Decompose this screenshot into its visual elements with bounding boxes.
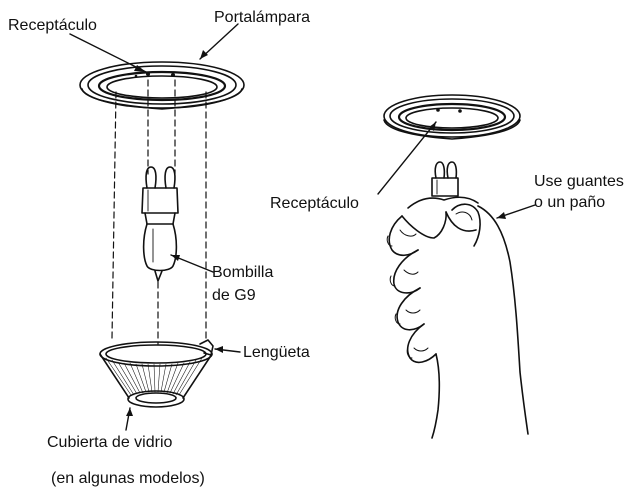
g9-bulb-left (141, 166, 179, 282)
label-tab: Lengüeta (243, 344, 310, 361)
receptacle-holes-left (134, 72, 175, 78)
label-gloves-line1: Use guantes (534, 173, 624, 190)
receptacle-holes-right (436, 108, 462, 113)
label-bulb-line2: de G9 (212, 287, 256, 304)
label-bulb-line1: Bombilla (212, 264, 274, 281)
hand-holding-bulb (386, 161, 529, 439)
label-receptacle-right: Receptáculo (270, 195, 359, 212)
glass-cover-left (99, 339, 214, 408)
label-glass-cover: Cubierta de vidrio (47, 434, 173, 451)
leader-arrowheads-right (429, 122, 506, 219)
lampholder-right (383, 94, 521, 140)
alignment-dashed-lines-left (111, 79, 207, 345)
leader-arrowheads-left (126, 50, 223, 416)
label-receptacle-left: Receptáculo (8, 17, 97, 34)
label-lampholder: Portalámpara (214, 9, 311, 26)
lampholder-left (79, 61, 245, 110)
leader-lines-left (69, 23, 241, 431)
label-models-note: (en algunas modelos) (51, 470, 205, 487)
label-gloves-line2: o un paño (534, 194, 606, 211)
